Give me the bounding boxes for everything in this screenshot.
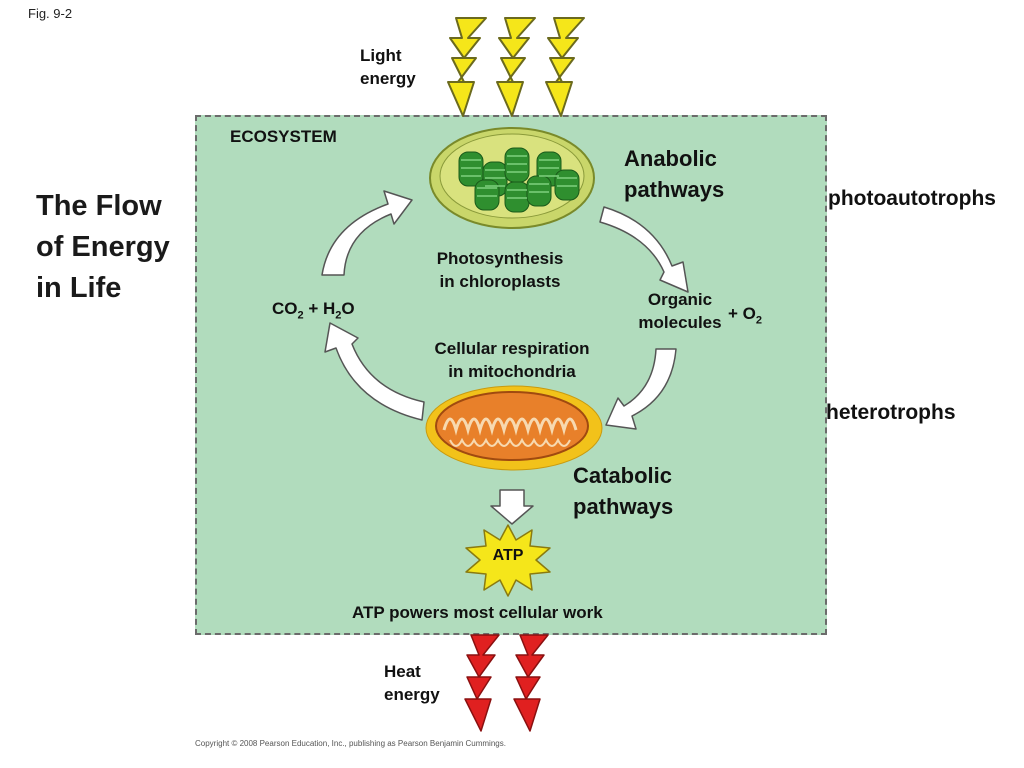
respiration-line-2: in mitochondria — [448, 362, 576, 381]
mitochondrion-icon — [425, 385, 603, 471]
atp-label: ATP — [492, 547, 524, 564]
light-bolts — [447, 17, 585, 117]
title-line-3: in Life — [36, 272, 122, 304]
o2-prefix: + O — [728, 304, 756, 323]
arrow-to-organic-icon — [599, 206, 689, 293]
heat-energy-label: Heat energy — [384, 660, 440, 706]
chloroplast-icon — [429, 127, 595, 229]
heat-energy-line-2: energy — [384, 685, 440, 704]
atp-powers-label: ATP powers most cellular work — [352, 603, 603, 622]
h-subscript: 2 — [335, 309, 342, 322]
photosynthesis-label: Photosynthesis in chloroplasts — [418, 247, 582, 293]
arrow-to-co2-icon — [324, 322, 425, 421]
heterotrophs-label: heterotrophs — [826, 401, 956, 424]
slide-title: The Flow of Energy in Life — [36, 186, 206, 309]
arrow-to-mitochondrion-icon — [605, 348, 677, 430]
light-energy-label: Light energy — [360, 44, 416, 90]
photosynthesis-line-1: Photosynthesis — [436, 249, 564, 268]
light-energy-line-1: Light — [360, 46, 402, 65]
respiration-label: Cellular respiration in mitochondria — [412, 337, 612, 383]
figure-label: Fig. 9-2 — [28, 6, 73, 21]
organic-line-2: molecules — [638, 313, 722, 332]
catabolic-line-2: pathways — [573, 494, 674, 519]
co2-h2o-label: CO2 + H2O — [272, 297, 355, 327]
anabolic-line-1: Anabolic — [624, 146, 717, 171]
catabolic-line-1: Catabolic — [573, 463, 673, 488]
arrow-to-chloroplast-icon — [321, 190, 413, 276]
o-text: O — [341, 299, 355, 318]
co-text: CO — [272, 299, 298, 318]
arrow-to-atp-icon — [490, 489, 534, 525]
light-bolt-2-icon — [496, 17, 536, 117]
anabolic-line-2: pathways — [624, 177, 725, 202]
plus-h-text: + H — [303, 299, 336, 318]
co-subscript: 2 — [297, 309, 304, 322]
atp-starburst-icon — [465, 524, 551, 597]
heat-bolt-2-icon — [513, 634, 549, 732]
o2-label: + O2 — [728, 302, 762, 332]
organic-line-1: Organic — [647, 290, 713, 309]
copyright-text: Copyright © 2008 Pearson Education, Inc.… — [195, 739, 506, 748]
heat-energy-line-1: Heat — [384, 662, 421, 681]
title-line-1: The Flow — [36, 190, 162, 222]
cycle-arrows — [321, 190, 689, 525]
light-energy-line-2: energy — [360, 69, 416, 88]
o2-subscript: 2 — [755, 314, 762, 327]
light-bolt-1-icon — [447, 17, 487, 117]
photoautotrophs-label: photoautotrophs — [828, 187, 996, 210]
organic-molecules-label: Organic molecules — [620, 288, 740, 334]
photosynthesis-line-2: in chloroplasts — [439, 272, 561, 291]
anabolic-label: Anabolic pathways — [624, 143, 724, 205]
title-line-2: of Energy — [36, 231, 170, 263]
heat-bolts — [464, 634, 549, 732]
heat-bolt-1-icon — [464, 634, 500, 732]
respiration-line-1: Cellular respiration — [434, 339, 590, 358]
catabolic-label: Catabolic pathways — [573, 460, 673, 522]
light-bolt-3-icon — [545, 17, 585, 117]
ecosystem-label: ECOSYSTEM — [230, 127, 337, 146]
